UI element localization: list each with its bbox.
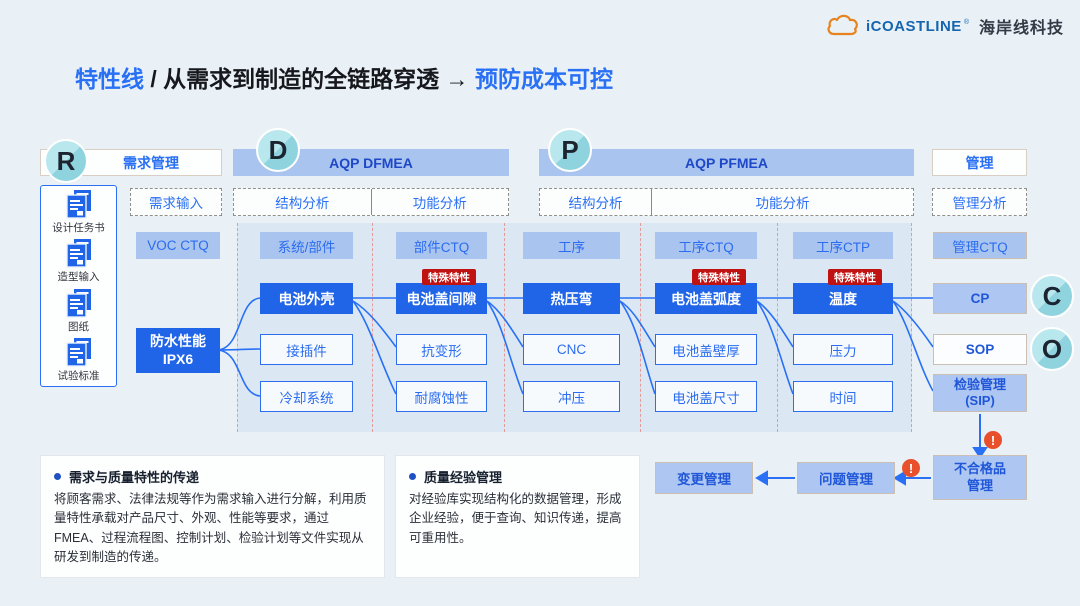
column-separator bbox=[640, 223, 641, 432]
pfmea-structure-analysis: 结构分析 bbox=[568, 196, 623, 211]
document-label: 设计任务书 bbox=[52, 222, 105, 235]
secondary-node: 接插件 bbox=[260, 334, 353, 365]
nonconforming-line2: 管理 bbox=[966, 477, 993, 493]
special-characteristic-badge: 特殊特性 bbox=[828, 269, 882, 285]
nonconforming-line1: 不合格品 bbox=[953, 461, 1006, 477]
pfmea-function-analysis: 功能分析 bbox=[651, 189, 913, 215]
document-item: 试验标准 bbox=[58, 337, 100, 383]
column-header: 工序CTP bbox=[793, 232, 893, 259]
primary-node: 温度 bbox=[793, 283, 893, 314]
alert-icon: ! bbox=[984, 431, 1002, 449]
primary-node: 电池盖弧度 bbox=[655, 283, 757, 314]
management-analysis-label: 管理分析 bbox=[952, 196, 1007, 211]
phase-circle-r: R bbox=[44, 139, 88, 183]
requirement-input-box: 需求输入 bbox=[130, 188, 222, 216]
requirement-source-line1: 防水性能 bbox=[150, 333, 206, 349]
note-title: 需求与质量特性的传递 bbox=[69, 470, 200, 485]
logo-brand: iCOASTLINE bbox=[865, 17, 962, 35]
issue-management-node: 问题管理 bbox=[797, 462, 895, 494]
change-management-node: 变更管理 bbox=[655, 462, 753, 494]
note-body: 对经验库实现结构化的数据管理，形成企业经验，便于查询、知识传递，提高可重用性。 bbox=[409, 492, 622, 545]
logo-company: 海岸线科技 bbox=[978, 20, 1064, 37]
requirement-input-label: 需求输入 bbox=[149, 196, 203, 211]
phase-letter-r: R bbox=[56, 145, 76, 176]
phase-circle-p: P bbox=[548, 128, 592, 172]
secondary-node: 时间 bbox=[793, 381, 893, 412]
sop-node: SOP bbox=[933, 334, 1027, 365]
document-icon bbox=[65, 190, 91, 219]
document-item: 设计任务书 bbox=[52, 189, 105, 235]
voc-ctq-label: VOC CTQ bbox=[136, 232, 220, 259]
column-separator bbox=[372, 223, 373, 432]
column-header: 部件CTQ bbox=[396, 232, 487, 259]
title-highlight: 特性线 bbox=[75, 66, 144, 92]
secondary-node: 电池盖尺寸 bbox=[655, 381, 757, 412]
document-label: 图纸 bbox=[68, 320, 89, 333]
sip-node: 检验管理 (SIP) bbox=[933, 374, 1027, 412]
note-title-row: 需求与质量特性的传递 bbox=[54, 467, 371, 486]
management-ctq-label: 管理CTQ bbox=[933, 232, 1027, 259]
bullet-icon bbox=[54, 473, 61, 480]
phase-letter-p: P bbox=[561, 134, 579, 165]
secondary-node: 抗变形 bbox=[396, 334, 487, 365]
note-title: 质量经验管理 bbox=[424, 470, 503, 485]
special-characteristic-badge: 特殊特性 bbox=[422, 269, 476, 285]
note-title-row: 质量经验管理 bbox=[409, 467, 626, 486]
requirement-source-line2: IPX6 bbox=[162, 350, 194, 367]
document-icon bbox=[65, 337, 91, 367]
phase-circle-c: C bbox=[1030, 274, 1074, 318]
primary-node: 电池盖间隙 bbox=[396, 283, 487, 314]
input-documents-panel: 设计任务书 造型输入 图纸 试验标准 bbox=[40, 185, 117, 387]
pfmea-analysis-box: 结构分析 功能分析 bbox=[539, 188, 914, 216]
primary-node: 热压弯 bbox=[523, 283, 620, 314]
note-body: 将顾客需求、法律法规等作为需求输入进行分解，利用质量特性承载对产品尺寸、外观、性… bbox=[54, 492, 367, 565]
cloud-logo-icon bbox=[827, 14, 858, 36]
document-label: 造型输入 bbox=[57, 271, 100, 284]
document-icon bbox=[65, 288, 91, 318]
secondary-node: CNC bbox=[523, 334, 620, 365]
dfmea-function-analysis: 功能分析 bbox=[370, 189, 509, 215]
secondary-node: 冷却系统 bbox=[260, 381, 353, 412]
alert-icon: ! bbox=[902, 459, 920, 477]
title-tail: 预防成本可控 bbox=[474, 66, 613, 92]
document-item: 图纸 bbox=[65, 288, 93, 334]
phase-circle-o: O bbox=[1030, 327, 1074, 371]
note-card-experience-management: 质量经验管理 对经验库实现结构化的数据管理，形成企业经验，便于查询、知识传递，提… bbox=[395, 455, 640, 578]
secondary-node: 冲压 bbox=[523, 381, 620, 412]
lane-management-header: 管理 bbox=[932, 149, 1027, 176]
document-label: 试验标准 bbox=[57, 369, 100, 382]
requirement-source-node: 防水性能 IPX6 bbox=[136, 328, 220, 373]
logo: iCOASTLINE ® 海岸线科技 bbox=[826, 14, 1064, 38]
column-header: 系统/部件 bbox=[260, 232, 353, 259]
document-icon bbox=[65, 239, 91, 269]
logo-reg-mark: ® bbox=[963, 18, 969, 26]
column-header: 工序CTQ bbox=[655, 232, 757, 259]
special-characteristic-badge: 特殊特性 bbox=[692, 269, 746, 285]
column-separator bbox=[504, 223, 505, 432]
phase-letter-d: D bbox=[268, 134, 288, 165]
phase-circle-d: D bbox=[256, 128, 300, 172]
phase-letter-c: C bbox=[1042, 280, 1062, 311]
note-card-quality-transfer: 需求与质量特性的传递 将顾客需求、法律法规等作为需求输入进行分解，利用质量特性承… bbox=[40, 455, 385, 578]
primary-node: 电池外壳 bbox=[260, 283, 353, 314]
nonconforming-management-node: 不合格品 管理 bbox=[933, 455, 1027, 500]
page-title: 特性线 / 从需求到制造的全链路穿透 → 预防成本可控 bbox=[75, 60, 613, 94]
phase-letter-o: O bbox=[1041, 333, 1063, 364]
title-middle: / 从需求到制造的全链路穿透 → bbox=[144, 66, 475, 92]
cp-node: CP bbox=[933, 283, 1027, 314]
dfmea-structure-analysis: 结构分析 bbox=[275, 196, 330, 211]
lane-pfmea-header: AQP PFMEA bbox=[539, 149, 914, 176]
management-analysis-box: 管理分析 bbox=[932, 188, 1027, 216]
document-item: 造型输入 bbox=[58, 238, 100, 284]
secondary-node: 耐腐蚀性 bbox=[396, 381, 487, 412]
column-separator bbox=[777, 223, 778, 432]
sip-line2: (SIP) bbox=[965, 393, 995, 408]
dfmea-analysis-box: 结构分析 功能分析 bbox=[233, 188, 509, 216]
secondary-node: 电池盖壁厚 bbox=[655, 334, 757, 365]
sip-line1: 检验管理 bbox=[953, 376, 1006, 392]
secondary-node: 压力 bbox=[793, 334, 893, 365]
column-header: 工序 bbox=[523, 232, 620, 259]
bullet-icon bbox=[409, 473, 416, 480]
